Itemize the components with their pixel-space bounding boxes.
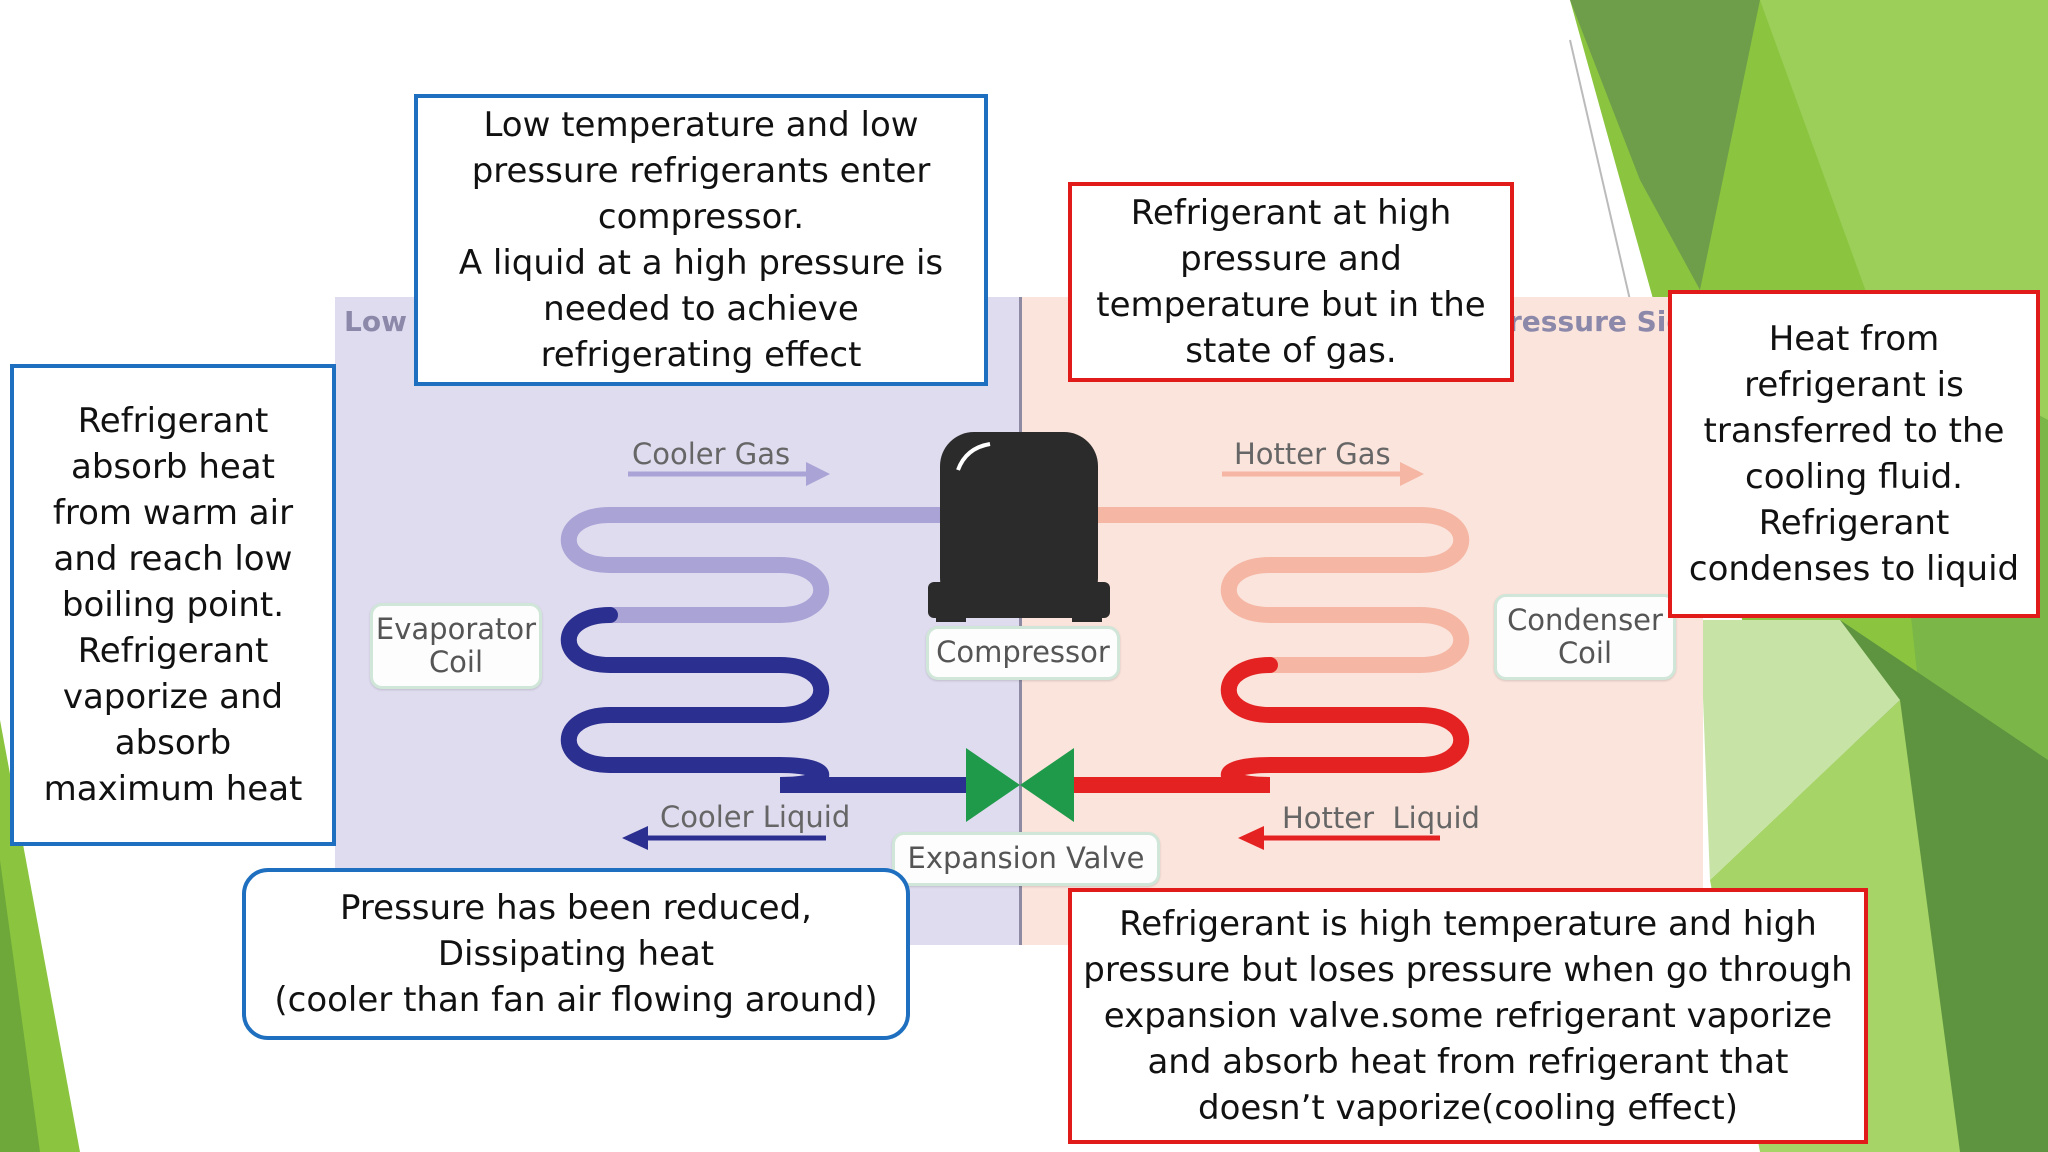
- green-facet-right-2: [1570, 0, 1760, 290]
- hotter-liquid-label: Hotter Liquid: [1282, 801, 1480, 835]
- condenser-coil-liquid: [1062, 657, 1470, 793]
- expansion-valve-label: Expansion Valve: [892, 832, 1160, 886]
- green-facet-left-2: [0, 860, 40, 1152]
- side-divider: [1019, 297, 1022, 945]
- condenser-coil-gas: [1082, 507, 1470, 673]
- expansion-note-text: Refrigerant is high temperature and high…: [1083, 904, 1853, 1128]
- compressor-icon: [928, 432, 1110, 622]
- evaporator-coil-gas: [560, 507, 958, 623]
- pressure-reduced-note-text: Pressure has been reduced, Dissipating h…: [274, 888, 878, 1020]
- evaporator-note-text: Refrigerant absorb heat from warm air an…: [43, 401, 303, 809]
- expansion-note: Refrigerant is high temperature and high…: [1068, 888, 1868, 1144]
- condenser-note-text: Heat from refrigerant is transferred to …: [1688, 319, 2020, 589]
- hotter-liquid-arrow: [1238, 826, 1440, 850]
- compressor-inlet-note: Low temperature and low pressure refrige…: [414, 94, 988, 386]
- hotter-gas-label: Hotter Gas: [1234, 437, 1391, 471]
- compressor-inlet-note-text: Low temperature and low pressure refrige…: [458, 105, 944, 375]
- cooler-liquid-arrow: [622, 826, 826, 850]
- compressor-label: Compressor: [926, 626, 1120, 680]
- green-facet-right-7: [1700, 620, 1900, 880]
- cooler-liquid-label: Cooler Liquid: [660, 800, 851, 834]
- pressure-reduced-note: Pressure has been reduced, Dissipating h…: [242, 868, 910, 1040]
- condenser-note: Heat from refrigerant is transferred to …: [1668, 290, 2040, 618]
- condenser-coil-label: Condenser Coil: [1494, 594, 1676, 680]
- high-pressure-gas-note: Refrigerant at high pressure and tempera…: [1068, 182, 1514, 382]
- thin-line: [1569, 39, 1631, 301]
- cooler-gas-label: Cooler Gas: [632, 437, 791, 471]
- high-side-label: ressure Sid: [1508, 305, 1687, 338]
- evaporator-coil-label: Evaporator Coil: [370, 603, 542, 689]
- expansion-valve-icon: [966, 748, 1074, 822]
- cooler-gas-arrow: [628, 462, 830, 486]
- evaporator-note: Refrigerant absorb heat from warm air an…: [10, 364, 336, 846]
- low-side-label: Low: [344, 305, 407, 338]
- hotter-gas-arrow: [1222, 462, 1424, 486]
- high-pressure-gas-note-text: Refrigerant at high pressure and tempera…: [1096, 193, 1486, 371]
- evaporator-coil-liquid: [560, 607, 978, 793]
